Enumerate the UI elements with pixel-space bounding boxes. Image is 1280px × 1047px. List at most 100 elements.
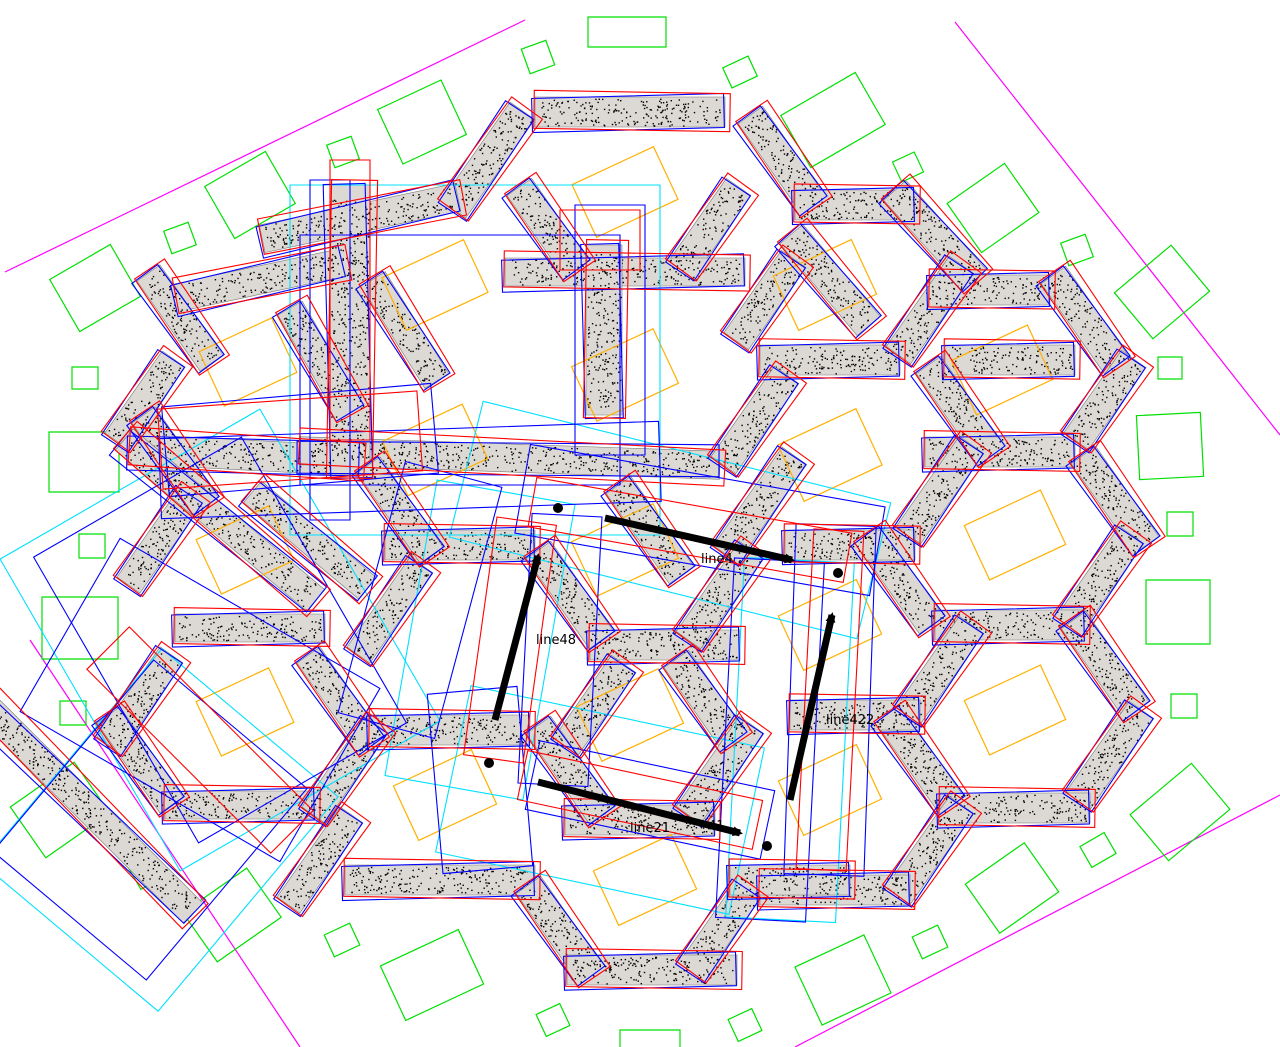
dot [719, 109, 720, 110]
dot [979, 372, 980, 373]
dot [600, 285, 601, 286]
dot [635, 123, 636, 124]
dot [403, 345, 404, 346]
dot [894, 361, 895, 362]
dot [579, 112, 580, 113]
dot [752, 421, 753, 422]
dot [521, 196, 522, 197]
dot [1000, 461, 1001, 462]
dot [1071, 318, 1072, 319]
dot [522, 123, 523, 124]
dot [984, 291, 985, 292]
dot [604, 401, 605, 402]
dot [425, 365, 426, 366]
dot [839, 218, 840, 219]
dot [955, 303, 956, 304]
dot [851, 371, 852, 372]
dot [614, 122, 615, 123]
dot [219, 285, 220, 286]
dot [788, 168, 789, 169]
dot [615, 258, 616, 259]
dot [707, 110, 708, 111]
dot [798, 250, 799, 251]
dot [960, 354, 961, 355]
dot [185, 339, 186, 340]
dot [1110, 353, 1111, 354]
dot [912, 333, 913, 334]
dot [853, 317, 854, 318]
dot [808, 362, 809, 363]
dot [711, 209, 712, 210]
dot [1090, 308, 1091, 309]
dot [803, 169, 804, 170]
dot [599, 400, 600, 401]
dot [313, 264, 314, 265]
dot [317, 238, 318, 239]
dot [617, 332, 618, 333]
dot [776, 268, 777, 269]
dot [821, 366, 822, 367]
dot [530, 216, 531, 217]
dot [576, 117, 577, 118]
dot [728, 268, 729, 269]
dot [507, 150, 508, 151]
dot [361, 231, 362, 232]
dot [655, 271, 656, 272]
dot [206, 441, 207, 442]
dot [951, 411, 952, 412]
dot [311, 268, 312, 269]
dot [293, 225, 294, 226]
dot [920, 233, 921, 234]
dot [291, 332, 292, 333]
dot [372, 219, 373, 220]
dot [1044, 366, 1045, 367]
dot [566, 463, 567, 464]
dot [597, 266, 598, 267]
dot [468, 178, 469, 179]
dot [977, 454, 978, 455]
dot [292, 336, 293, 337]
dot [724, 188, 725, 189]
dot [945, 410, 946, 411]
dot [587, 344, 588, 345]
dot [362, 263, 363, 264]
dot [608, 265, 609, 266]
dot [271, 288, 272, 289]
dot [834, 285, 835, 286]
dot [605, 353, 606, 354]
dot [436, 444, 437, 445]
dot [846, 366, 847, 367]
dot [344, 448, 345, 449]
dot [165, 379, 166, 380]
dot [407, 455, 408, 456]
dot [118, 432, 119, 433]
dot [773, 296, 774, 297]
dot [356, 305, 357, 306]
dot [770, 128, 771, 129]
dot [976, 266, 977, 267]
dot [181, 340, 182, 341]
dot [613, 111, 614, 112]
dot [288, 313, 289, 314]
dot [610, 332, 611, 333]
dot [834, 193, 835, 194]
dot [618, 300, 619, 301]
dot [223, 296, 224, 297]
dot [343, 258, 344, 259]
dot [1101, 320, 1102, 321]
dot [750, 316, 751, 317]
dot [1039, 298, 1040, 299]
dot [610, 395, 611, 396]
dot [789, 177, 790, 178]
dot [998, 465, 999, 466]
dot [929, 238, 930, 239]
dot [1062, 303, 1063, 304]
dot [615, 104, 616, 105]
dot [913, 343, 914, 344]
dot [141, 401, 142, 402]
dot [959, 281, 960, 282]
dot [344, 297, 345, 298]
dot [328, 269, 329, 270]
dot [365, 392, 366, 393]
dot [823, 216, 824, 217]
